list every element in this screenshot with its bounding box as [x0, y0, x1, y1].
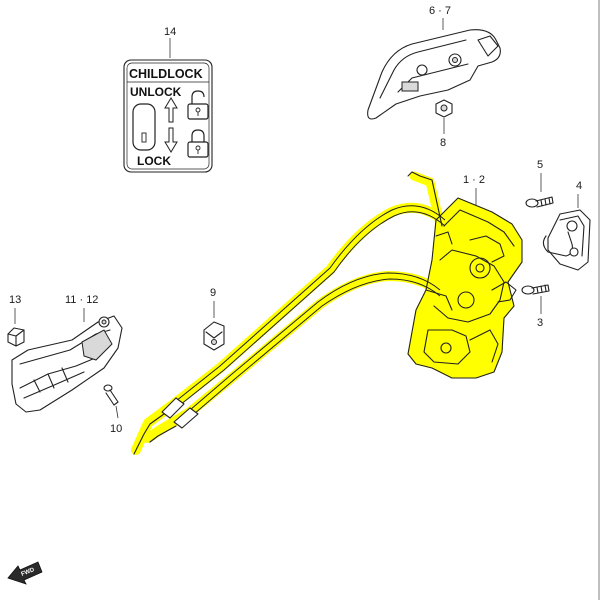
callout-3: 3	[537, 317, 543, 329]
screw-part-3	[521, 284, 550, 295]
remote-cable-part	[133, 205, 446, 455]
callout-6-7: 6 · 7	[429, 5, 451, 17]
callout-1-2: 1 · 2	[463, 174, 485, 186]
callout-5: 5	[537, 159, 543, 171]
page-edge-bar	[598, 0, 600, 600]
callout-4: 4	[576, 180, 582, 192]
callout-9: 9	[210, 287, 216, 299]
callout-10: 10	[110, 423, 122, 435]
callout-14: 14	[164, 26, 176, 38]
lock-closed-icon	[187, 129, 209, 158]
lock-open-icon	[187, 90, 209, 120]
striker-part-4: 5 4 3	[521, 159, 591, 329]
callout-8: 8	[440, 137, 446, 149]
arrow-up-icon	[164, 97, 178, 123]
outside-handle-part: 6 · 7 8	[367, 5, 501, 149]
switch-slot-icon	[132, 103, 156, 151]
label-unlock: UNLOCK	[130, 85, 182, 99]
callout-11-12: 11 · 12	[65, 294, 98, 306]
arrow-down-icon	[164, 127, 178, 153]
childlock-label-part: 14 CHILDLOCK UNLOCK LOCK	[123, 26, 213, 173]
callout-13: 13	[9, 294, 21, 306]
nut-part-8	[435, 99, 453, 118]
cable-clip-part-9: 9	[203, 287, 225, 351]
label-title: CHILDLOCK	[129, 67, 203, 81]
screw-part-5	[525, 196, 554, 208]
label-frame	[123, 59, 213, 173]
cap-part-13	[7, 327, 25, 347]
inside-handle-part: 13 11 · 12 10	[7, 294, 123, 435]
door-lock-assembly-highlight	[131, 171, 523, 455]
fwd-arrow-icon: FWD	[7, 561, 43, 585]
screw-part-10	[103, 384, 119, 406]
fwd-text: FWD	[21, 567, 37, 578]
door-lock-actuator-part: 1 · 2	[407, 171, 523, 379]
label-lock: LOCK	[137, 154, 171, 168]
